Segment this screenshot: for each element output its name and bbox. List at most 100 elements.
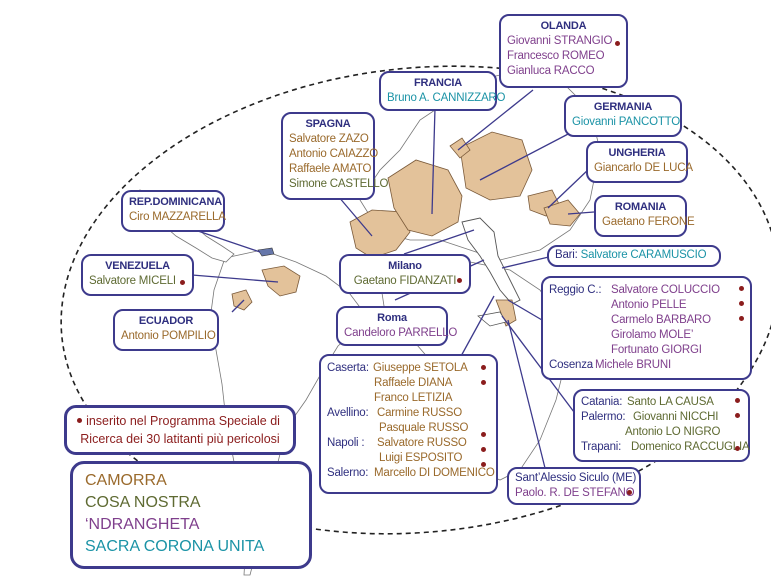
romania-shape [543,199,581,227]
name-reggio-3: Carmelo BARBARO [611,314,711,326]
name-spagna-1: Salvatore ZAZO [289,133,369,145]
italy-shape [461,217,521,305]
box-bari: Bari: Salvatore CARAMUSCIO [547,245,721,267]
spain-shape [349,209,411,259]
city-label-reggio: Reggio C.: [549,284,602,296]
name-napoli-2: Luigi ESPOSITO [379,452,463,464]
france-shape [387,159,463,237]
name-salerno-1: Marcello DI DOMENICO [374,467,495,479]
name-roma-1: Candeloro PARRELLO [344,327,458,339]
name-bari-1: Salvatore CARAMUSCIO [580,249,707,261]
box-campania: Caserta: Giuseppe SETOLA Raffaele DIANA … [319,354,498,494]
name-palermo-2: Antonio LO NIGRO [625,426,721,438]
city-title-roma: Roma [377,312,407,324]
city-label-bari: Bari: [555,249,578,261]
city-label-catania: Catania: [581,396,623,408]
country-title-spagna: SPAGNA [305,118,351,130]
name-trapani-1: Domenico RACCUGLIA [631,441,750,453]
country-title-romania: ROMANIA [614,201,667,213]
name-reggio-4: Girolamo MOLE’ [611,329,694,341]
name-avellino-1: Carmine RUSSO [377,407,462,419]
priority-dot-icon [180,280,185,285]
priority-dot-icon [735,398,740,403]
germany-shape [459,131,533,201]
priority-dot-icon [77,418,82,423]
country-title-ungheria: UNGHERIA [608,147,666,159]
name-caserta-3: Franco LETIZIA [374,392,453,404]
country-title-germania: GERMANIA [593,101,653,113]
name-cosenza-1: : Michele BRUNI [589,359,671,371]
name-francia-1: Bruno A. CANNIZZARO [387,92,506,104]
name-spagna-3: Raffaele AMATO [289,163,372,175]
city-label-caserta: Caserta: [327,362,369,374]
priority-note-line-2: Ricerca dei 30 latitanti più pericolosi [80,432,280,446]
name-ungheria-1: Giancarlo DE LUCA [594,162,693,174]
box-spagna: SPAGNA Salvatore ZAZO Antonio CAIAZZO Ra… [281,112,389,200]
priority-dot-icon [481,380,486,385]
box-francia: FRANCIA Bruno A. CANNIZZARO [379,71,506,111]
city-label-trapani: Trapani: [581,441,622,453]
country-title-olanda: OLANDA [540,20,587,32]
box-santalessio: Sant’Alessio Siculo (ME) Paolo. R. DE ST… [507,467,641,505]
legend-item-ndrangheta: ‘NDRANGHETA [85,516,200,533]
box-sicilia: Catania: Santo LA CAUSA Palermo: Giovann… [573,389,750,462]
priority-dot-icon [481,447,486,452]
name-spagna-4: Simone CASTELLO [289,178,389,190]
country-title-repdom: REP.DOMINICANA [129,196,222,208]
priority-dot-icon [481,365,486,370]
name-ecuador-1: Antonio POMPILIO [121,330,216,342]
priority-dot-icon [739,286,744,291]
box-milano: Milano Gaetano FIDANZATI [339,254,471,294]
city-title-milano: Milano [388,260,422,272]
legend-item-cosa-nostra: COSA NOSTRA [85,494,201,511]
city-label-salerno: Salerno: [327,467,369,479]
organization-legend: CAMORRA COSA NOSTRA ‘NDRANGHETA SACRA CO… [70,461,312,569]
name-avellino-2: Pasquale RUSSO [379,422,469,434]
name-olanda-2: Francesco ROMEO [507,50,605,62]
box-germania: GERMANIA Giovanni PANCOTTO [564,95,682,137]
name-reggio-1: Salvatore COLUCCIO [611,284,720,296]
box-roma: Roma Candeloro PARRELLO [336,306,458,346]
box-romania: ROMANIA Gaetano FERONE [594,195,695,237]
box-ungheria: UNGHERIA Giancarlo DE LUCA [586,141,693,183]
name-spagna-2: Antonio CAIAZZO [289,148,379,160]
name-romania-1: Gaetano FERONE [602,216,695,228]
name-napoli-1: Salvatore RUSSO [377,437,467,449]
country-title-venezuela: VENEZUELA [105,260,170,272]
city-label-cosenza: Cosenza [549,359,593,371]
name-milano-1: Gaetano FIDANZATI [353,275,457,287]
priority-dot-icon [457,278,462,283]
name-germania-1: Giovanni PANCOTTO [572,116,681,128]
priority-dot-icon [481,462,486,467]
box-venezuela: VENEZUELA Salvatore MICELI [81,254,194,296]
name-repdom-1: Ciro MAZZARELLA [129,211,226,223]
name-caserta-1: Giuseppe SETOLA [373,362,468,374]
city-label-napoli: Napoli : [327,437,365,449]
priority-note-box: inserito nel Programma Speciale di Ricer… [64,405,296,455]
city-label-palermo: Palermo: [581,411,626,423]
dominican-shape [257,247,275,257]
priority-dot-icon [627,490,632,495]
ecuador-shape [231,289,253,311]
name-reggio-2: Antonio PELLE [611,299,687,311]
priority-dot-icon [615,41,620,46]
box-ecuador: ECUADOR Antonio POMPILIO [113,309,219,351]
priority-dot-icon [739,316,744,321]
country-title-ecuador: ECUADOR [138,315,194,327]
dashed-route-ellipse [60,65,771,535]
legend-item-camorra: CAMORRA [85,472,167,489]
priority-dot-icon [739,301,744,306]
priority-dot-icon [481,432,486,437]
box-olanda: OLANDA Giovanni STRANGIO Francesco ROMEO… [499,14,628,88]
name-venezuela-1: Salvatore MICELI [89,275,176,287]
name-caserta-2: Raffaele DIANA [374,377,453,389]
city-label-avellino: Avellino: [327,407,369,419]
priority-dot-icon [735,446,740,451]
name-catania-1: Santo LA CAUSA [627,396,714,408]
city-title-santalessio: Sant’Alessio Siculo (ME) [515,472,637,484]
name-olanda-1: Giovanni STRANGIO [507,35,613,47]
country-title-francia: FRANCIA [413,77,463,89]
priority-note-line-1: inserito nel Programma Speciale di [86,414,280,428]
name-olanda-3: Gianluca RACCO [507,65,595,77]
venezuela-shape [261,265,301,297]
